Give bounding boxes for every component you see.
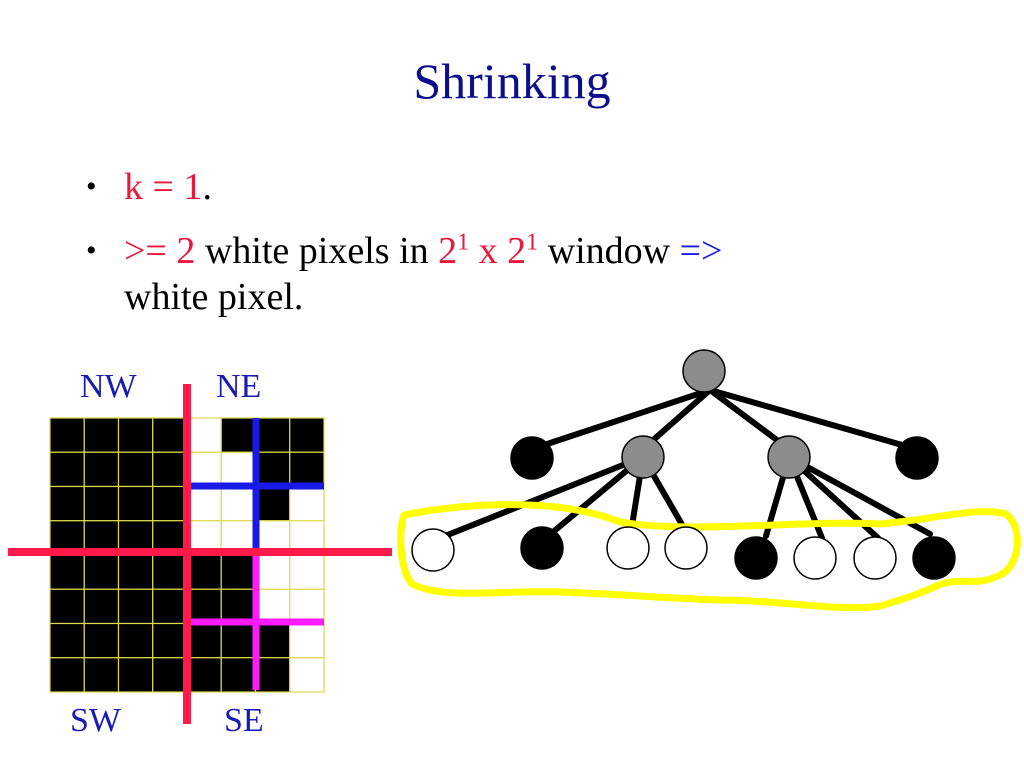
- tree-leaf-node: [411, 528, 455, 572]
- pixel-black: [49, 622, 85, 659]
- pixel-black: [220, 622, 257, 659]
- pixel-black: [117, 622, 154, 659]
- pixel-black: [254, 451, 291, 488]
- tree-leaf-node: [606, 526, 650, 570]
- leaf-highlight-outline: [397, 501, 1021, 612]
- pixel-black: [83, 451, 120, 488]
- pixel-black: [220, 417, 257, 453]
- tree-leaf-node: [664, 526, 708, 570]
- pixel-white: [289, 485, 325, 522]
- pixel-black: [49, 554, 85, 590]
- pixel-black: [49, 417, 85, 453]
- pixel-black: [289, 417, 325, 453]
- pixel-black: [220, 588, 257, 625]
- pixel-black: [83, 588, 120, 625]
- pixel-white: [289, 554, 325, 590]
- pixel-black: [152, 588, 188, 625]
- pixel-black: [83, 622, 120, 659]
- label-se: SE: [224, 702, 264, 739]
- pixel-black: [49, 657, 85, 693]
- pixel-black: [152, 622, 188, 659]
- pixel-black: [152, 417, 188, 453]
- pixel-black: [117, 451, 154, 488]
- pixel-white: [289, 657, 325, 693]
- bullet-period: .: [202, 166, 212, 208]
- window-size-text: 21 x 21: [438, 230, 538, 272]
- pixel-black: [186, 554, 222, 590]
- pixel-black: [220, 657, 257, 693]
- pixel-black: [83, 417, 120, 453]
- pixel-black: [289, 451, 325, 488]
- tree-leaf-node: [912, 536, 956, 580]
- pixel-black: [254, 622, 291, 659]
- exponent-2: 1: [526, 229, 539, 256]
- pixel-grid: [49, 417, 325, 693]
- tree-level1-node: [895, 436, 939, 480]
- threshold-text: >= 2: [124, 230, 196, 272]
- pixel-black: [83, 657, 120, 693]
- pixel-black: [254, 417, 291, 453]
- pixel-black: [83, 485, 120, 522]
- tree-level1-node: [767, 435, 811, 479]
- bullet-item-rule: • >= 2 white pixels in 21 x 21 window =>…: [82, 228, 902, 320]
- pixel-black: [49, 588, 85, 625]
- pixel-black: [254, 657, 291, 693]
- pixel-white: [254, 554, 291, 590]
- slide-title: Shrinking: [413, 53, 611, 109]
- label-ne: NE: [216, 368, 262, 405]
- pixel-black: [117, 657, 154, 693]
- implies-arrow: =>: [679, 230, 723, 272]
- pixel-black: [117, 417, 154, 453]
- pixel-white: [186, 485, 222, 522]
- quadrant-dividers: [8, 384, 392, 724]
- pixel-black: [117, 588, 154, 625]
- pixel-white: [289, 622, 325, 659]
- label-nw: NW: [80, 368, 137, 405]
- pixel-white: [186, 417, 222, 453]
- pixel-white: [254, 588, 291, 625]
- pixel-black: [83, 554, 120, 590]
- pixel-black: [117, 485, 154, 522]
- tree-leaf-node: [520, 526, 564, 570]
- pixel-white: [220, 451, 257, 488]
- rule-text-1: white pixels in: [195, 230, 439, 272]
- pixel-black: [49, 451, 85, 488]
- pixel-white: [186, 451, 222, 488]
- rule-text-2: window: [538, 230, 680, 272]
- pixel-black: [220, 554, 257, 590]
- base-2: 2: [507, 230, 527, 272]
- pixel-black: [186, 657, 222, 693]
- k-value-text: k = 1: [124, 166, 203, 208]
- tree-leaf-node: [793, 536, 837, 580]
- tree-level1-node: [510, 436, 554, 480]
- pixel-black: [254, 485, 291, 522]
- exponent-1: 1: [457, 229, 470, 256]
- base-1: 2: [438, 230, 458, 272]
- bullet-dot-icon: •: [86, 234, 97, 267]
- pixel-black: [152, 554, 188, 590]
- label-sw: SW: [70, 702, 121, 739]
- rule-text-3: white pixel.: [124, 276, 304, 318]
- pixel-black: [49, 485, 85, 522]
- bullet-dot-icon: •: [86, 170, 97, 203]
- tree-nodes: [411, 349, 956, 580]
- tree-leaf-node: [853, 536, 897, 580]
- tree-leaf-node: [734, 536, 778, 580]
- pixel-black: [152, 657, 188, 693]
- pixel-black: [186, 588, 222, 625]
- tree-level1-node: [621, 435, 665, 479]
- bullet-item-k: • k = 1.: [82, 164, 902, 210]
- pixel-black: [152, 451, 188, 488]
- pixel-black: [152, 485, 188, 522]
- pixel-white: [220, 485, 257, 522]
- tree-root-node: [682, 349, 726, 393]
- bullet-list: • k = 1. • >= 2 white pixels in 21 x 21 …: [82, 164, 902, 320]
- times-sign: x: [469, 230, 508, 272]
- pixel-black: [117, 554, 154, 590]
- pixel-white: [289, 588, 325, 625]
- pixel-black: [186, 622, 222, 659]
